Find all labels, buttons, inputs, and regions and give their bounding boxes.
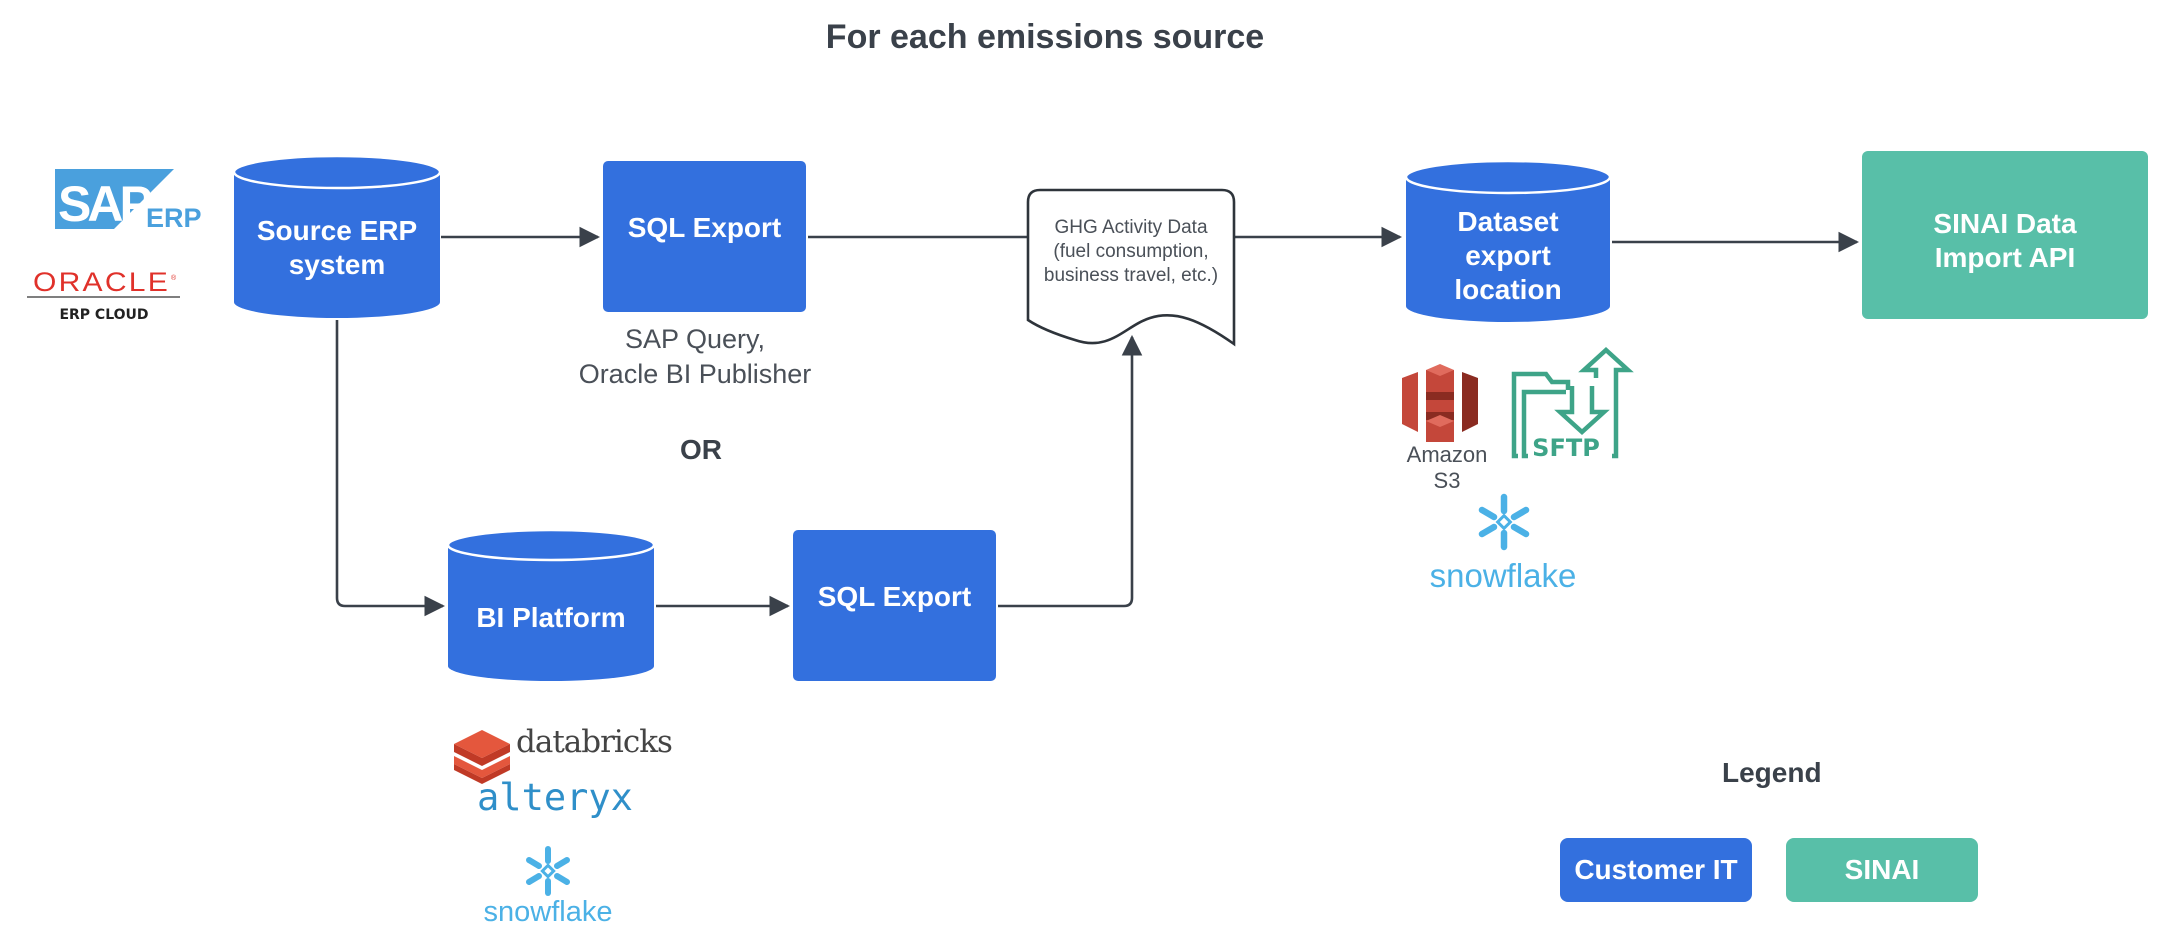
sftp-down-arrow-icon <box>1554 386 1610 436</box>
legend-item-customer-it: Customer IT <box>1560 838 1752 902</box>
snowflake-dataset-text: snowflake <box>1430 557 1577 594</box>
sap-logo-text: SAP <box>58 176 151 232</box>
sinai-api-label: SINAI Data Import API <box>1933 208 2077 273</box>
source-erp-label: Source ERP system <box>256 215 418 280</box>
edge-sql-export-bottom-to-ghg <box>998 334 1143 608</box>
databricks-icon <box>454 730 510 784</box>
sinai-api-box[interactable] <box>1862 151 2148 319</box>
sql-tools-caption: SAP Query, Oracle BI Publisher <box>578 324 812 389</box>
ghg-activity-data-document[interactable] <box>1026 188 1236 347</box>
bi-platform-label: BI Platform <box>476 601 626 633</box>
legend-item-sinai: SINAI <box>1786 838 1978 902</box>
source-erp-cylinder[interactable] <box>232 154 442 318</box>
sql-export-top-box[interactable] <box>603 161 806 312</box>
sql-export-bottom-box[interactable] <box>793 530 996 681</box>
bi-platform-cylinder[interactable] <box>446 528 656 681</box>
oracle-erp-cloud-text: ERP CLOUD <box>59 307 148 323</box>
edge-source-erp-to-bi-platform <box>335 320 446 617</box>
legend-title: Legend <box>1722 757 1822 788</box>
ghg-activity-data-label: GHG Activity Data (fuel consumption, bus… <box>1043 217 1219 286</box>
page-title: For each emissions source <box>825 18 1265 56</box>
sftp-text: SFTP <box>1532 434 1600 462</box>
snowflake-icon <box>1478 493 1530 551</box>
alteryx-logo: alteryx <box>477 776 633 819</box>
dataset-export-cylinder[interactable] <box>1404 159 1612 322</box>
oracle-logo-text: ORACLE <box>33 267 170 297</box>
or-label: OR <box>680 434 722 465</box>
snowflake-bi-logo: snowflake <box>484 846 613 928</box>
amazon-s3-logo: Amazon S3 <box>1402 364 1487 493</box>
dataset-export-label: Dataset export location <box>1454 206 1562 305</box>
sftp-folder-icon <box>1511 371 1571 459</box>
sftp-up-arrow-icon <box>1578 346 1634 459</box>
sql-export-bottom-label: SQL Export <box>817 581 972 612</box>
snowflake-icon <box>526 846 570 896</box>
amazon-s3-text-line2: S3 <box>1434 468 1461 493</box>
snowflake-dataset-logo: snowflake <box>1430 493 1577 594</box>
databricks-text: databricks <box>516 724 672 760</box>
sap-logo: SAP ERP <box>55 169 202 233</box>
aws-s3-icon <box>1402 364 1478 442</box>
sql-export-top-label: SQL Export <box>627 212 782 243</box>
sap-logo-shape <box>55 169 174 229</box>
oracle-logo: ORACLE ® ERP CLOUD <box>27 267 180 323</box>
databricks-logo: databricks <box>454 724 673 784</box>
sap-erp-text: ERP <box>146 203 202 233</box>
snowflake-bi-text: snowflake <box>484 896 613 928</box>
oracle-registered-mark: ® <box>171 274 177 282</box>
amazon-s3-text-line1: Amazon <box>1407 442 1488 467</box>
sftp-logo: SFTP <box>1511 346 1634 462</box>
